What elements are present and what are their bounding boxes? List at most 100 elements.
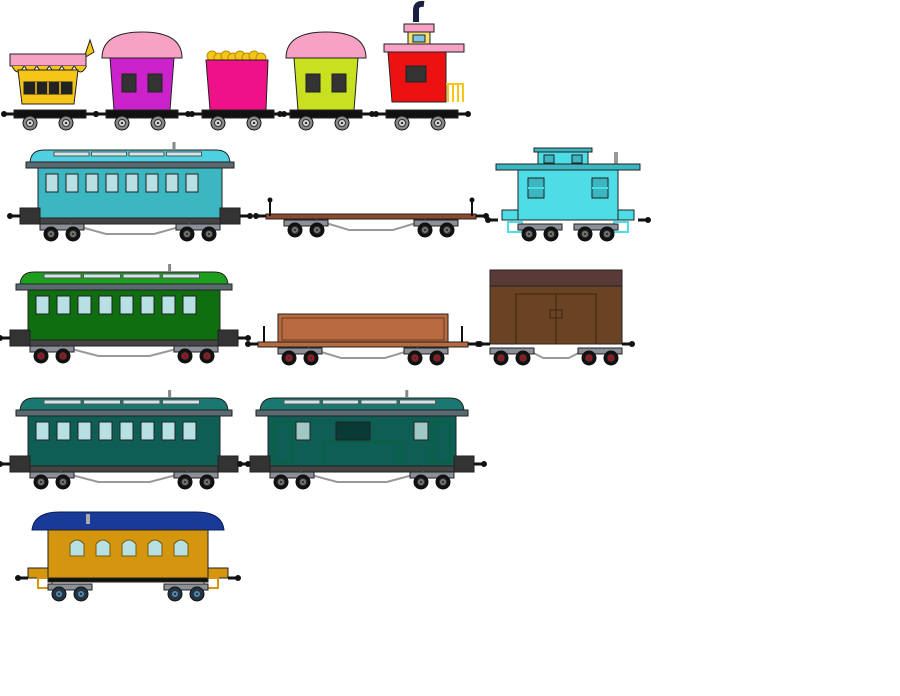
coupler-knuckle bbox=[477, 341, 483, 347]
wheel-axle bbox=[156, 121, 160, 125]
wheel bbox=[334, 115, 350, 131]
wheel-axle bbox=[79, 592, 83, 596]
wheel bbox=[177, 474, 193, 490]
window bbox=[331, 73, 347, 93]
caboose-roof bbox=[495, 163, 641, 171]
coupler-knuckle bbox=[245, 335, 251, 341]
underframe bbox=[29, 465, 219, 473]
coupler-knuckle bbox=[15, 575, 21, 581]
window bbox=[35, 295, 50, 315]
window bbox=[98, 295, 113, 315]
wheel-axle bbox=[413, 356, 417, 360]
yellow-circus-car bbox=[1, 38, 99, 131]
wheel bbox=[429, 350, 445, 366]
door bbox=[431, 421, 451, 463]
wheel-axle bbox=[39, 354, 43, 358]
base-frame bbox=[105, 109, 179, 119]
bogie-frame bbox=[173, 345, 219, 353]
wheel bbox=[417, 222, 433, 238]
coupler-knuckle bbox=[373, 111, 379, 117]
red-engine-car bbox=[373, 0, 471, 131]
wheel bbox=[167, 586, 183, 602]
wheel bbox=[179, 226, 195, 242]
wheel-axle bbox=[605, 232, 609, 236]
circus-roof bbox=[9, 53, 87, 67]
wheel bbox=[309, 222, 325, 238]
wheel-axle bbox=[400, 121, 404, 125]
clerestory-window bbox=[399, 399, 436, 405]
wheel bbox=[281, 350, 297, 366]
bogie-frame bbox=[283, 219, 329, 227]
platform-right bbox=[207, 567, 229, 579]
roof-eave bbox=[15, 283, 233, 291]
door bbox=[273, 421, 293, 463]
wheel-axle bbox=[441, 480, 445, 484]
arched-window bbox=[121, 539, 137, 557]
brown-flatcar bbox=[253, 197, 489, 238]
wheel bbox=[114, 115, 130, 131]
cyan-cars-row bbox=[7, 142, 651, 242]
window bbox=[35, 421, 50, 441]
coupler-knuckle bbox=[485, 217, 491, 223]
wheel bbox=[430, 115, 446, 131]
bogie-frame bbox=[403, 347, 449, 355]
clerestory-window bbox=[360, 399, 398, 405]
coupler-knuckle bbox=[237, 461, 243, 467]
clerestory-window bbox=[322, 399, 359, 405]
wheel-axle bbox=[61, 480, 65, 484]
coupler-knuckle bbox=[0, 335, 3, 341]
wheel bbox=[273, 474, 289, 490]
window bbox=[98, 421, 113, 441]
coupler-knuckle bbox=[0, 461, 3, 467]
wheel bbox=[394, 115, 410, 131]
wheel bbox=[177, 348, 193, 364]
bogie-frame bbox=[409, 471, 455, 479]
wheel-axle bbox=[64, 121, 68, 125]
window bbox=[85, 173, 99, 193]
wheel-axle bbox=[49, 232, 53, 236]
bogie-frame bbox=[577, 347, 623, 355]
wheel-axle bbox=[315, 228, 319, 232]
window bbox=[140, 421, 155, 441]
wheel bbox=[298, 115, 314, 131]
window bbox=[147, 73, 163, 93]
bogie-frame bbox=[29, 345, 75, 353]
wheel bbox=[287, 222, 303, 238]
step-left bbox=[501, 209, 519, 221]
underframe bbox=[39, 217, 221, 225]
wheel bbox=[73, 586, 89, 602]
wheel-axle bbox=[521, 356, 525, 360]
wheel-axle bbox=[216, 121, 220, 125]
lime-passenger-car bbox=[277, 31, 375, 131]
bogie-frame bbox=[269, 471, 315, 479]
truss-rod bbox=[299, 471, 425, 483]
gondola-inner bbox=[281, 317, 445, 341]
clerestory-window bbox=[283, 399, 321, 405]
wheel bbox=[189, 586, 205, 602]
wheel bbox=[413, 474, 429, 490]
platform-left bbox=[9, 455, 31, 473]
wheel-axle bbox=[183, 354, 187, 358]
wheel bbox=[599, 226, 615, 242]
truss-rod bbox=[69, 223, 191, 235]
coupler-knuckle bbox=[277, 111, 283, 117]
wheel-axle bbox=[609, 356, 613, 360]
wheel-axle bbox=[71, 232, 75, 236]
coupler-knuckle bbox=[235, 575, 241, 581]
platform-left bbox=[249, 455, 271, 473]
toy-cars-row bbox=[1, 0, 471, 131]
roof-eave bbox=[255, 409, 469, 417]
green-cars-row bbox=[0, 264, 635, 366]
car-body bbox=[109, 57, 175, 111]
wheel-axle bbox=[435, 356, 439, 360]
base-frame bbox=[385, 109, 459, 119]
window bbox=[77, 421, 92, 441]
wheel-axle bbox=[185, 232, 189, 236]
wheel bbox=[55, 348, 71, 364]
wheel-axle bbox=[309, 356, 313, 360]
window bbox=[140, 295, 155, 315]
wheel bbox=[199, 348, 215, 364]
clerestory-window bbox=[122, 273, 161, 279]
window bbox=[56, 421, 71, 441]
